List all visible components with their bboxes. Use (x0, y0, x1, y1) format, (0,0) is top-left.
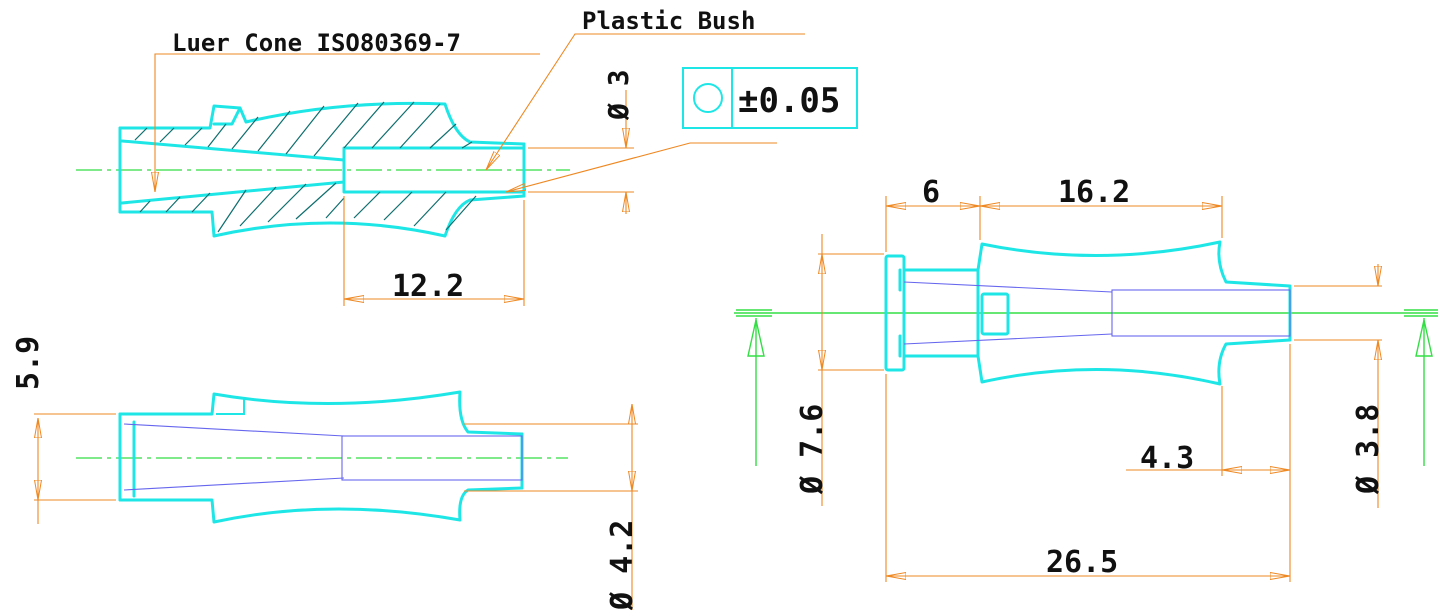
section-outline-top (118, 101, 526, 146)
plastic-bush-label: Plastic Bush (582, 7, 755, 35)
side-view (34, 390, 638, 610)
circularity-icon (693, 83, 723, 113)
section-notch (212, 106, 242, 126)
luer-cone-label: Luer Cone ISO80369-7 (172, 29, 461, 57)
dim-4-3-text: 4.3 (1140, 441, 1194, 476)
dim-d3-8-text: Ø 3.8 (1351, 404, 1386, 495)
dim-5-9-text: 5.9 (11, 336, 46, 390)
side-outline-bottom (118, 486, 524, 524)
dim-d4-2-text: Ø 4.2 (605, 520, 640, 611)
luer-cone-leader (155, 53, 540, 192)
side-outline-top (118, 390, 524, 436)
side-hidden-taper-bottom (123, 477, 345, 491)
assembled-hidden-bush (1111, 289, 1291, 337)
dim-26-5-text: 26.5 (1046, 545, 1118, 580)
assembled-flange (884, 254, 906, 372)
side-hidden-taper-top (123, 423, 345, 437)
plastic-bush (342, 146, 526, 194)
dim-16-2-text: 16.2 (1058, 175, 1130, 210)
dim-d3-text: Ø 3 (602, 69, 635, 121)
assembled-inner-step (980, 292, 1010, 336)
tolerance-value: ±0.05 (738, 81, 840, 121)
section-view (76, 33, 805, 306)
tolerance-leader (506, 142, 777, 193)
side-hidden-bush (341, 435, 523, 481)
assembled-view (734, 196, 1438, 582)
section-hatching (134, 101, 477, 233)
dim-12-2-text: 12.2 (392, 269, 464, 304)
tolerance-frame (682, 67, 858, 129)
section-outline-bottom (118, 194, 526, 238)
dim-d7-6-text: Ø 7.6 (795, 404, 830, 495)
plastic-bush-leader (485, 33, 805, 170)
assembled-body (976, 240, 1292, 386)
luer-taper-top (120, 139, 346, 162)
side-notch (216, 398, 245, 415)
dim-6-text: 6 (922, 175, 940, 210)
luer-taper-bottom (120, 180, 346, 205)
